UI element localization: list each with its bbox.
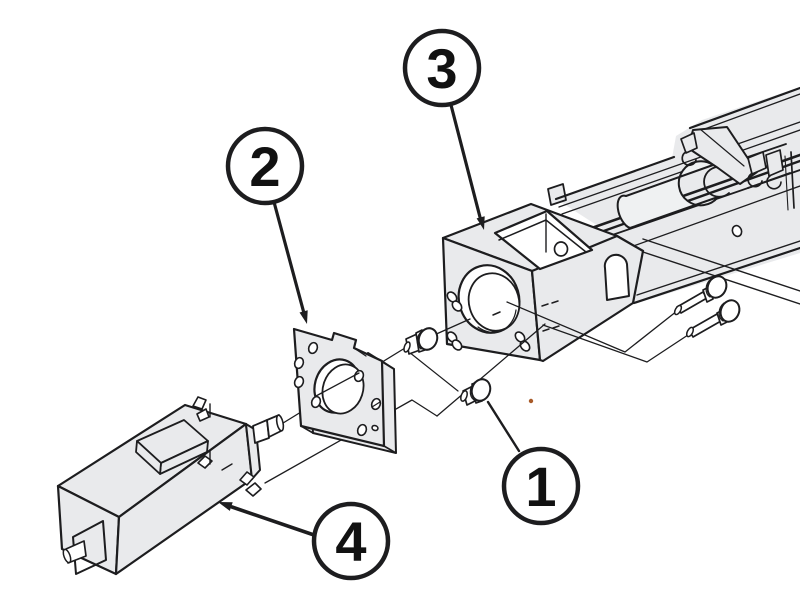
construction-lines-right bbox=[436, 301, 692, 417]
leader-line bbox=[486, 400, 521, 453]
callout-circle bbox=[402, 28, 482, 108]
adapter-plate bbox=[292, 327, 397, 454]
screw-1 bbox=[460, 378, 492, 406]
motor-shaft bbox=[252, 414, 285, 444]
block-front-holes bbox=[446, 291, 531, 352]
bolt-path-line bbox=[542, 324, 692, 363]
arrowhead bbox=[218, 502, 233, 511]
linear-rail-assembly bbox=[547, 86, 800, 305]
callout-1: 1 bbox=[486, 400, 581, 526]
leader-line bbox=[272, 200, 307, 319]
block-bore bbox=[457, 264, 521, 334]
bracket-hook-right bbox=[747, 173, 763, 188]
bolt-path-line bbox=[408, 351, 459, 392]
block-tick-marks bbox=[492, 300, 560, 332]
block-side-slot bbox=[603, 253, 630, 301]
callout-circle bbox=[311, 501, 391, 581]
callout-4: 4 bbox=[218, 501, 391, 581]
screw-upper bbox=[403, 327, 439, 355]
shaft-axis-line bbox=[315, 372, 360, 397]
callout-3: 3 bbox=[402, 28, 485, 230]
bolt-path-line bbox=[506, 301, 678, 353]
pocket-hole bbox=[553, 241, 569, 257]
callouts: 2 3 1 4 bbox=[218, 28, 581, 581]
rail-cylinder bbox=[616, 143, 791, 229]
motor-connector-pad bbox=[135, 419, 209, 475]
bolt-path-line bbox=[264, 399, 438, 484]
motor bbox=[56, 396, 285, 576]
plate-holes bbox=[293, 341, 382, 437]
motor-clips bbox=[192, 396, 262, 497]
motor-rear-stub bbox=[62, 520, 107, 575]
arrowhead bbox=[476, 216, 485, 230]
screw-long-b bbox=[685, 299, 741, 338]
callout-number-2: 2 bbox=[249, 135, 280, 198]
bracket-hook-left bbox=[681, 151, 697, 167]
rail-carriage-bracket bbox=[680, 126, 767, 188]
motor-centerline-marks bbox=[209, 403, 233, 471]
callout-2: 2 bbox=[225, 126, 308, 324]
leader-line bbox=[449, 103, 483, 223]
callout-circle bbox=[225, 126, 305, 206]
rail-end-cap bbox=[765, 149, 795, 211]
rail-hidden-edge bbox=[642, 238, 800, 292]
callout-number-1: 1 bbox=[525, 455, 556, 518]
callout-number-4: 4 bbox=[335, 510, 366, 573]
artifact-dot bbox=[528, 398, 534, 404]
housing-block bbox=[441, 202, 645, 363]
rail-mount-hole bbox=[731, 224, 743, 238]
rail-end-tab bbox=[547, 183, 567, 206]
screw-long-a bbox=[673, 275, 728, 316]
callout-circle bbox=[501, 446, 581, 526]
arrowhead bbox=[299, 310, 308, 324]
callout-number-3: 3 bbox=[426, 37, 457, 100]
bolt-path-line bbox=[436, 323, 546, 417]
block-top-pocket bbox=[493, 209, 594, 271]
leader-line bbox=[230, 505, 316, 537]
